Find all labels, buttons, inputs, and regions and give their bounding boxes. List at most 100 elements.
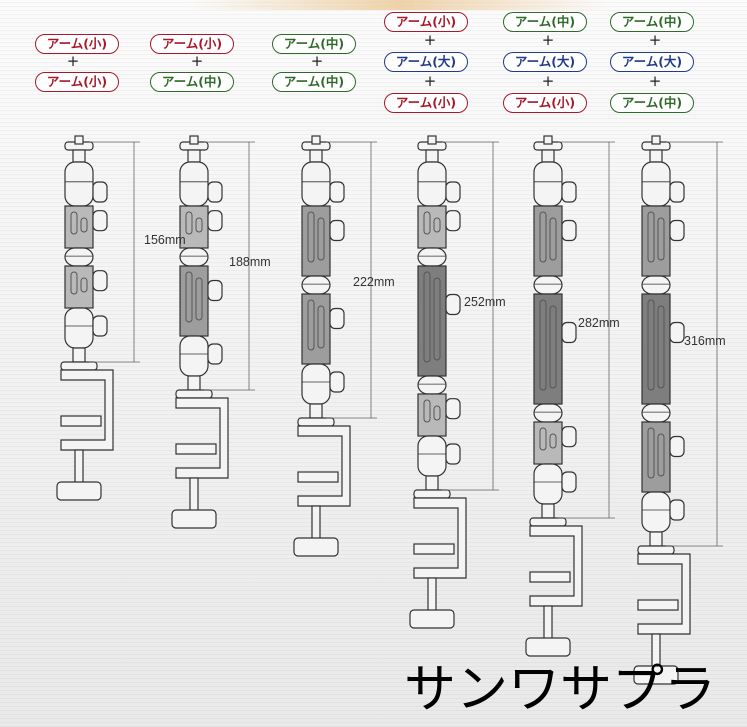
arm-large-badge: アーム(大): [610, 52, 694, 72]
clamp-screw: [189, 477, 199, 513]
arm-segment: [179, 205, 209, 249]
clamp-plate: [637, 545, 675, 555]
clamp-slider: [175, 443, 217, 455]
clamp-knob: [293, 537, 339, 557]
knob: [329, 219, 345, 242]
arm-slot: [539, 427, 547, 451]
screw-tip: [427, 135, 437, 145]
knob: [445, 181, 461, 203]
plus-sign: +: [66, 52, 80, 70]
arm-slot: [195, 277, 203, 321]
plus-sign: +: [541, 31, 555, 49]
arm-medium-badge: アーム(中): [272, 72, 356, 92]
arm-segment: [641, 421, 671, 493]
plus-sign: +: [648, 72, 662, 90]
mount-assembly-6: [633, 135, 723, 685]
c-clamp: [529, 525, 583, 607]
arm-slot: [185, 211, 193, 235]
arm-small-badge: アーム(小): [503, 93, 587, 113]
brand-watermark: サンワサプラ: [404, 660, 717, 720]
arm-small-badge: アーム(小): [384, 12, 468, 32]
knob: [92, 210, 108, 232]
arm-segment: [417, 265, 447, 377]
arm-slot: [549, 217, 557, 261]
knob: [329, 307, 345, 330]
clamp-plate: [529, 517, 567, 527]
arm-slot: [80, 277, 88, 293]
plus-sign: +: [648, 31, 662, 49]
mount-assembly-3: [293, 135, 377, 557]
arm-small-badge: アーム(小): [384, 93, 468, 113]
clamp-knob: [409, 609, 455, 629]
ball-joint: [641, 161, 671, 207]
arm-medium-badge: アーム(中): [610, 12, 694, 32]
arm-segment: [179, 265, 209, 337]
arm-slot: [539, 211, 547, 263]
clamp-neck: [541, 503, 555, 519]
c-clamp: [413, 497, 467, 579]
c-clamp: [637, 553, 691, 635]
clamp-screw: [311, 505, 321, 541]
arm-slot: [195, 217, 203, 233]
knob: [207, 343, 223, 365]
arm-segment: [301, 205, 331, 277]
clamp-knob: [525, 637, 571, 657]
arm-medium-badge: アーム(中): [150, 72, 234, 92]
screw-tip: [311, 135, 321, 145]
clamp-knob: [171, 509, 217, 529]
arm-medium-badge: アーム(中): [503, 12, 587, 32]
ball-joint: [301, 275, 331, 295]
knob: [207, 279, 223, 302]
arm-small-badge: アーム(小): [150, 34, 234, 54]
arm-slot: [647, 299, 655, 391]
knob: [207, 181, 223, 203]
knob: [669, 181, 685, 203]
ball-joint: [301, 363, 331, 405]
arm-large-badge: アーム(大): [384, 52, 468, 72]
ball-joint: [64, 247, 94, 267]
screw-neck: [425, 149, 439, 163]
mount-assembly-1: [56, 135, 140, 501]
clamp-knob: [633, 665, 679, 685]
mount-assembly-2: [171, 135, 255, 529]
screw-neck: [72, 149, 86, 163]
arm-medium-badge: アーム(中): [272, 34, 356, 54]
ball-joint: [179, 335, 209, 377]
knob: [92, 270, 108, 292]
ball-joint: [417, 375, 447, 395]
knob: [669, 499, 685, 521]
c-clamp: [297, 425, 351, 507]
arm-slot: [647, 427, 655, 479]
clamp-plate: [60, 361, 98, 371]
ball-joint: [179, 247, 209, 267]
ball-joint: [64, 307, 94, 349]
arm-large-badge: アーム(大): [503, 52, 587, 72]
screw-tip: [189, 135, 199, 145]
c-clamp: [175, 397, 229, 479]
plus-sign: +: [310, 52, 324, 70]
arm-segment: [533, 293, 563, 405]
arm-slot: [307, 211, 315, 263]
arm-segment: [641, 205, 671, 277]
arm-slot: [307, 299, 315, 351]
length-label-5: 282mm: [578, 316, 620, 330]
clamp-neck: [309, 403, 323, 419]
arm-slot: [433, 217, 441, 233]
arm-slot: [317, 217, 325, 261]
screw-tip: [651, 135, 661, 145]
length-label-1: 156mm: [144, 233, 186, 247]
screw-tip: [74, 135, 84, 145]
arm-segment: [64, 265, 94, 309]
knob: [561, 321, 577, 344]
arm-slot: [70, 211, 78, 235]
top-accent-bar: [190, 0, 610, 10]
knob: [669, 435, 685, 458]
arm-slot: [549, 305, 557, 389]
plus-sign: +: [423, 31, 437, 49]
arm-slot: [433, 405, 441, 421]
ball-joint: [641, 275, 671, 295]
arm-slot: [423, 399, 431, 423]
knob: [207, 210, 223, 232]
clamp-knob: [56, 481, 102, 501]
arm-segment: [533, 421, 563, 465]
